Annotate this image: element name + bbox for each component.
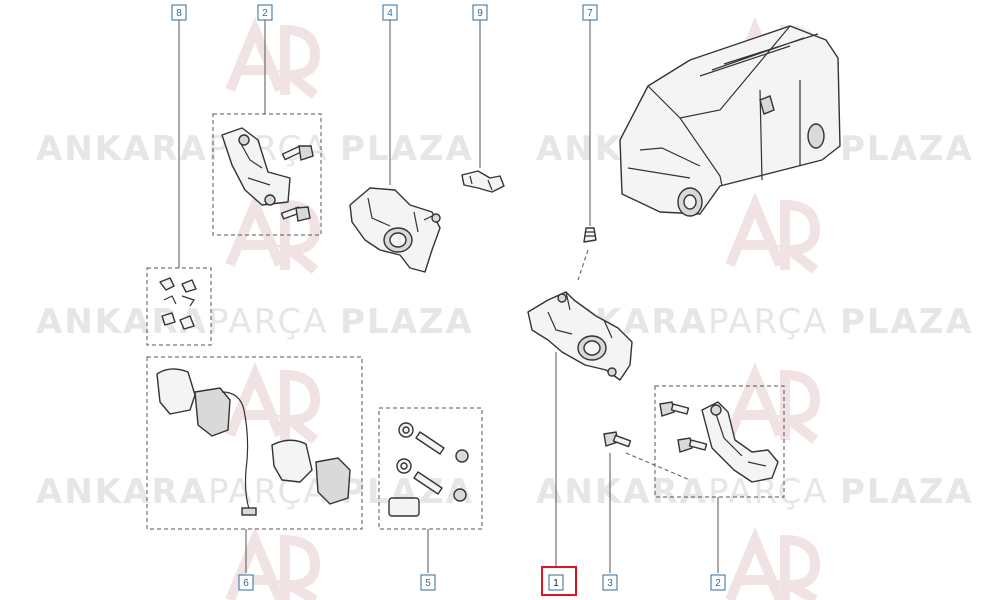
callout-number: 7 [587,8,593,19]
watermark-row: ANKARA PARÇA PLAZA ANKARA PARÇA PLAZA [36,302,974,342]
assembly-connector [625,452,691,481]
callout-number: 4 [387,8,393,19]
watermark-word: PLAZA [340,302,474,342]
callout-labels: 8 2 4 9 7 6 5 1 [171,4,726,596]
watermark-word: PARÇA [208,472,329,512]
part-carrier-bolt [677,437,708,453]
watermark-word: ANKARA [36,302,208,342]
part-guide-pin-kit [388,422,469,517]
watermark-logo [225,17,321,99]
watermark-word: ANKARA [36,129,208,169]
part-bleed-screw [583,227,597,243]
callout-1-highlighted[interactable]: 1 [541,566,577,596]
callout-number: 1 [553,578,559,589]
watermark-word: PLAZA [840,129,974,169]
callout-7[interactable]: 7 [582,4,598,21]
callout-number: 8 [176,8,182,19]
watermark-word: PARÇA [208,302,329,342]
watermark-word: PLAZA [840,472,974,512]
watermark-logo [725,362,821,444]
callout-number: 5 [425,578,431,589]
part-caliper-carrier-top [221,127,291,206]
group-box-2-top [212,113,322,236]
part-caliper-assembly [349,187,441,273]
watermark-word: ANKARA [536,472,708,512]
group-box-6 [146,356,363,530]
callout-9[interactable]: 9 [472,4,488,21]
watermark-word: PLAZA [340,129,474,169]
part-carrier-bolt [659,401,690,417]
watermark-row: ANKARA PARÇA PLAZA ANKARA PARÇA PLAZA [36,472,974,512]
callout-3[interactable]: 3 [602,574,618,591]
watermark-word: PARÇA [708,302,829,342]
watermark-logo [725,527,821,600]
watermark-logo [225,527,321,600]
part-brake-caliper [527,291,633,381]
callout-8[interactable]: 8 [171,4,187,21]
callout-4[interactable]: 4 [382,4,398,21]
group-boxes [146,113,785,530]
group-box-2-bottom [654,385,785,498]
part-carrier-bolt [281,145,314,161]
callout-2[interactable]: 2 [710,574,726,591]
part-brake-pads [156,368,351,516]
part-caliper-carrier-bottom [701,401,779,483]
callout-2[interactable]: 2 [257,4,273,21]
group-box-5 [378,407,483,530]
callout-6[interactable]: 6 [238,574,254,591]
callout-number: 3 [607,578,613,589]
group-box-8 [146,267,212,346]
part-caliper-bolt [603,431,632,448]
callout-number: 2 [262,8,268,19]
callout-number: 2 [715,578,721,589]
part-carrier-bolt [280,206,311,222]
watermark-logo [225,192,321,274]
callout-5[interactable]: 5 [420,574,436,591]
watermark-word: PLAZA [840,302,974,342]
callout-number: 9 [477,8,483,19]
watermark-word: ANKARA [36,472,208,512]
part-pad-clips [159,277,197,330]
leader-lines [178,20,719,573]
watermark-logo [725,192,821,274]
assembly-connector [577,249,589,281]
callout-number: 6 [243,578,249,589]
van-illustration [619,25,841,217]
part-clip [461,170,505,193]
